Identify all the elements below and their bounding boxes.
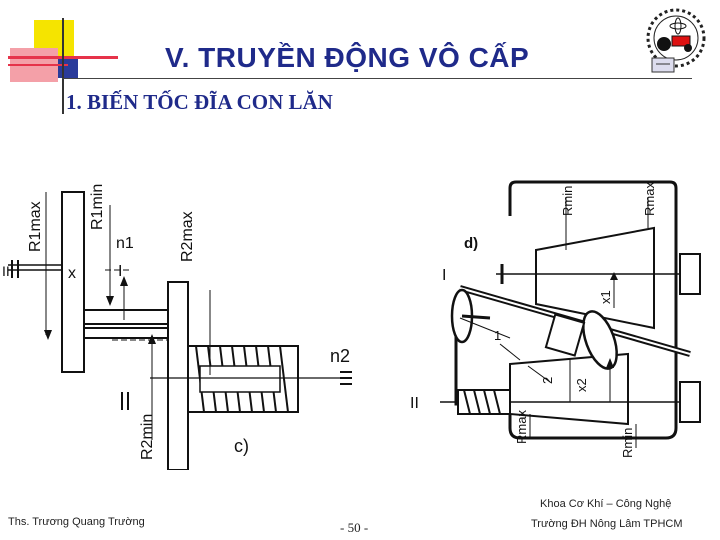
label-rmin-top: Rmin xyxy=(560,186,575,216)
label-n1: n1 xyxy=(116,235,134,252)
label-rmax-top: Rmax xyxy=(642,182,657,216)
label-x: x xyxy=(68,265,76,282)
label-x1: x1 xyxy=(598,290,613,304)
footer-university: Trường ĐH Nông Lâm TPHCM xyxy=(531,518,683,530)
university-logo-icon xyxy=(646,8,706,73)
footer-author: Ths. Trương Quang Trường xyxy=(8,516,145,528)
label-r1min: R1min xyxy=(89,184,106,230)
label-n2: n2 xyxy=(330,346,350,366)
decor-horizontal-line xyxy=(62,78,692,79)
label-axis-i: I xyxy=(118,263,122,280)
decor-blue-block xyxy=(58,56,78,78)
label-x2: x2 xyxy=(574,378,589,392)
label-r2min: R2min xyxy=(139,414,156,460)
figure-caption-c: c) xyxy=(234,436,249,456)
label-num-1: 1 xyxy=(494,328,501,343)
decor-vertical-line xyxy=(62,18,64,114)
label-shaft-i: I xyxy=(442,267,446,284)
roller-disc-diagram-c: R1max R1min R2max R2min n1 n2 x I II c) xyxy=(2,184,352,470)
footer-page-number: - 50 - xyxy=(340,520,369,535)
label-num-2: 2 xyxy=(540,377,555,384)
label-rmin-bottom: Rmin xyxy=(620,428,635,458)
slide-subtitle: 1. BIẾN TỐC ĐĨA CON LĂN xyxy=(66,90,333,114)
slide-title: V. TRUYỀN ĐỘNG VÔ CẤP xyxy=(165,42,530,73)
roller-disc-diagram-d: d) I II Rmin Rmax Rmax Rmin x1 x2 1 2 xyxy=(410,180,701,458)
label-shaft-ii: II xyxy=(410,395,419,412)
footer-department: Khoa Cơ Khí – Công Nghệ xyxy=(540,498,672,510)
label-rmax-bottom: Rmax xyxy=(514,410,529,444)
decor-red-line-horizontal-2 xyxy=(8,64,68,66)
figure-caption-d: d) xyxy=(464,235,478,252)
label-r2max: R2max xyxy=(179,211,196,262)
label-r1max: R1max xyxy=(27,201,44,252)
label-axis-ii: II xyxy=(2,263,10,279)
